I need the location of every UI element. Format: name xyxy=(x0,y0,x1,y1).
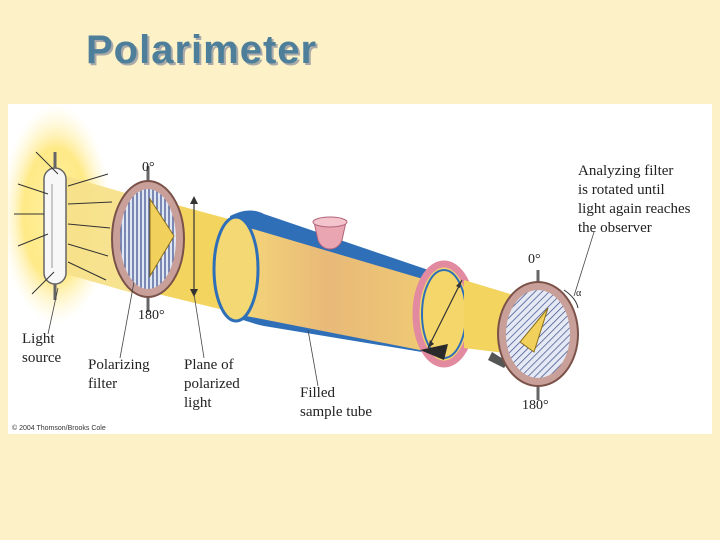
filler-cup-rim xyxy=(312,216,348,228)
polarizer-180-degree-label: 180° xyxy=(138,308,165,323)
label-plane-of-polarized-light: Plane of polarized light xyxy=(184,357,240,411)
polarizer-plane-marker xyxy=(149,197,175,278)
analyzer-plane-marker xyxy=(519,307,549,353)
filler-cup xyxy=(313,221,347,250)
light-source-bulb xyxy=(43,152,67,300)
rotation-angle-label: α xyxy=(576,288,582,299)
copyright-notice: © 2004 Thomson/Brooks Cole xyxy=(12,425,106,432)
polarizing-filter xyxy=(111,166,185,312)
rotation-arc xyxy=(563,289,579,309)
slide-title: Polarimeter xyxy=(86,28,318,72)
analyzer-180-degree-label: 180° xyxy=(522,398,549,413)
polarimeter-diagram xyxy=(8,104,595,400)
tube-end-left xyxy=(212,215,260,323)
sample-tube xyxy=(212,210,476,368)
label-polarizing-filter: Polarizing filter xyxy=(88,357,150,392)
polarimeter-figure: Light source Polarizing filter Plane of … xyxy=(8,104,712,434)
analyzer-0-degree-label: 0° xyxy=(528,252,541,267)
light-rays xyxy=(14,151,113,295)
label-analyzing-filter: Analyzing filter is rotated until light … xyxy=(578,163,691,236)
label-light-source: Light source xyxy=(22,331,62,366)
label-filled-sample-tube: Filled sample tube xyxy=(300,385,373,420)
leader-lines xyxy=(47,231,595,387)
rotated-plane-arrow xyxy=(427,279,463,349)
tube-liquid xyxy=(236,224,440,354)
analyzing-filter xyxy=(497,270,579,400)
polarizer-0-degree-label: 0° xyxy=(142,160,155,175)
